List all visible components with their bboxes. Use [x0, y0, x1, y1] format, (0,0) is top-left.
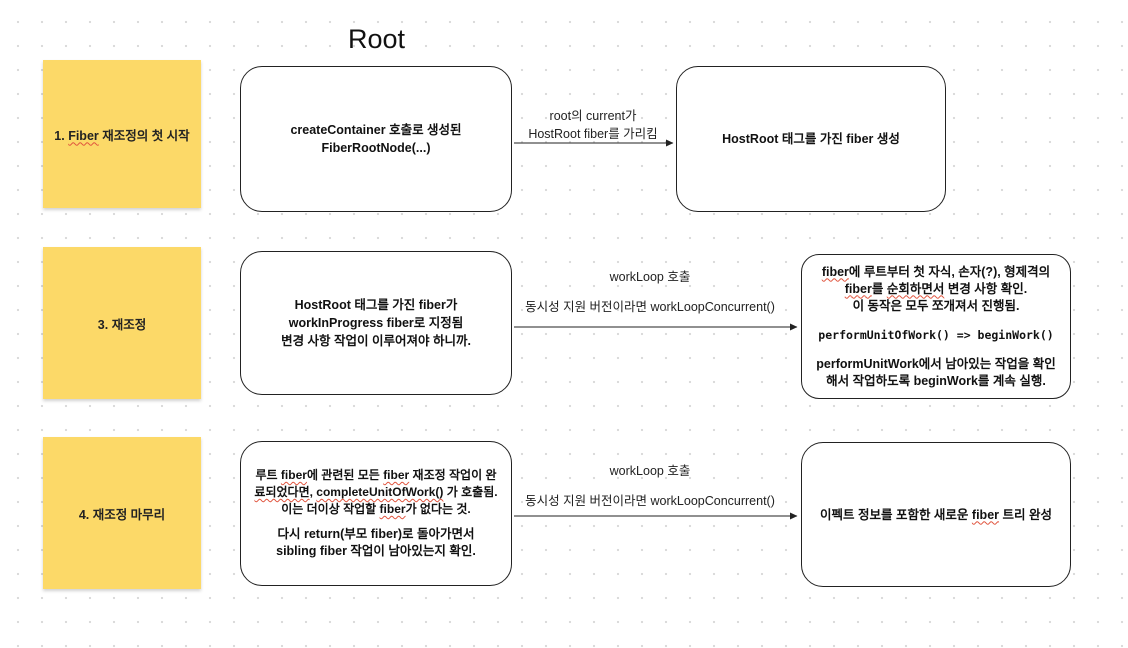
box-text: HostRoot 태그를 가진 fiber 생성 [722, 132, 900, 146]
diagram-title: Root [348, 24, 406, 54]
code-text: performUnitOfWork() => beginWork() [818, 327, 1054, 342]
sticky-note-label: 3. 재조정 [97, 317, 147, 332]
sticky-note-label: 4. 재조정 마무리 [78, 507, 166, 522]
box-text: 이 동작은 모두 쪼개져서 진행됨. [852, 298, 1020, 313]
box-text: 이는 더이상 작업할 fiber가 없다는 것. [281, 502, 471, 516]
box-text: 해서 작업하도록 beginWork를 계속 실행. [826, 373, 1046, 388]
box-complete-unit-of-work[interactable]: 루트 fiber에 관련된 모든 fiber 재조정 작업이 완 료되었다면, … [240, 441, 512, 586]
box-workinprogress[interactable]: HostRoot 태그를 가진 fiber가 workInProgress fi… [240, 251, 512, 395]
box-new-fiber-tree[interactable]: 이펙트 정보를 포함한 새로운 fiber 트리 완성 [801, 442, 1071, 587]
box-fiber-traversal[interactable]: fiber에 루트부터 첫 자식, 손자(?), 형제격의 fiber를 순회하… [801, 254, 1071, 399]
arrow-label-workloop: workLoop 호출 동시성 지원 버전이라면 workLoopConcurr… [525, 270, 775, 314]
sticky-note-label: 1. Fiber 재조정의 첫 시작 [54, 128, 190, 143]
box-text: workInProgress fiber로 지정됨 [288, 316, 464, 330]
box-hostroot-fiber-create[interactable]: HostRoot 태그를 가진 fiber 생성 [676, 66, 946, 212]
arrow-label-root-current: root의 current가 HostRoot fiber를 가리킴 [528, 109, 658, 141]
box-text: performUnitWork에서 남아있는 작업을 확인 [816, 356, 1056, 371]
box-text: 변경 사항 작업이 이루어져야 하니까. [281, 334, 471, 348]
box-text: FiberRootNode(...) [321, 141, 431, 155]
box-text: fiber에 루트부터 첫 자식, 손자(?), 형제격의 [821, 264, 1051, 279]
box-text: createContainer 호출로 생성된 [290, 123, 462, 137]
box-create-container[interactable]: createContainer 호출로 생성된 FiberRootNode(..… [240, 66, 512, 212]
sticky-note-reconcile[interactable]: 3. 재조정 [43, 247, 201, 399]
box-text: 다시 return(부모 fiber)로 돌아가면서 [277, 527, 475, 541]
sticky-note-fiber-start[interactable]: 1. Fiber 재조정의 첫 시작 [43, 60, 201, 208]
sticky-note-reconcile-finish[interactable]: 4. 재조정 마무리 [43, 437, 201, 589]
arrow-label-workloop-2: workLoop 호출 동시성 지원 버전이라면 workLoopConcurr… [525, 464, 775, 508]
box-text: sibling fiber 작업이 남아있는지 확인. [276, 544, 476, 558]
box-text: HostRoot 태그를 가진 fiber가 [294, 298, 458, 312]
box-text: 이펙트 정보를 포함한 새로운 fiber 트리 완성 [820, 507, 1052, 522]
box-text: 료되었다면, completeUnitOfWork() 가 호출됨. [254, 485, 498, 499]
box-text: fiber를 순회하면서 변경 사항 확인. [844, 281, 1028, 296]
box-text: 루트 fiber에 관련된 모든 fiber 재조정 작업이 완 [255, 468, 497, 482]
